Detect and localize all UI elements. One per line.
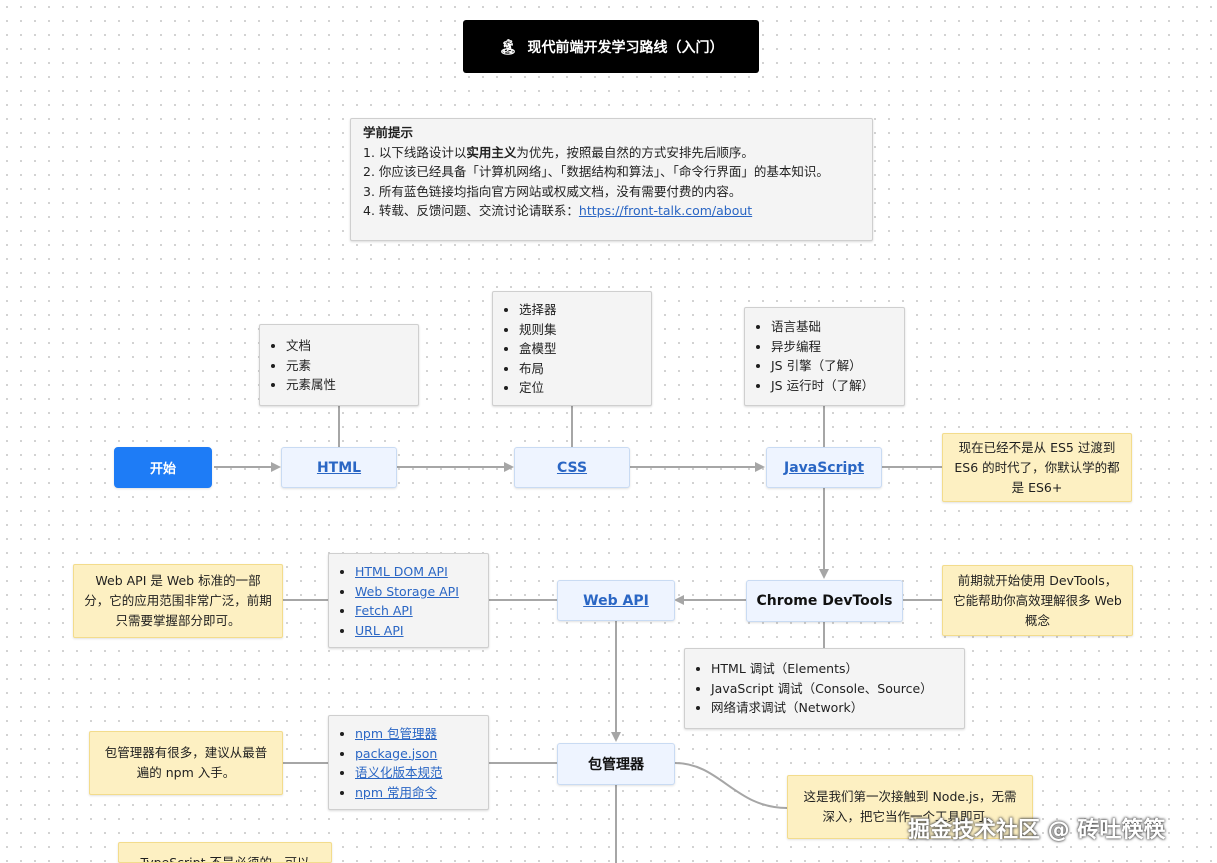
webapi-node[interactable]: Web API [557,580,675,621]
list-item: Fetch API [355,601,488,621]
list-item: 元素 [286,356,418,376]
html-topics-box: 文档 元素 元素属性 [259,324,419,406]
web-storage-api-link[interactable]: Web Storage API [355,583,459,599]
npm-link[interactable]: npm 包管理器 [355,726,438,741]
pkg-topics-box: npm 包管理器 package.json 语义化版本规范 npm 常用命令 [328,715,489,810]
tips-line-1-bold: 实用主义 [466,144,517,160]
javascript-node[interactable]: JavaScript [766,447,882,488]
list-item: URL API [355,621,488,641]
list-item: 网络请求调试（Network） [711,698,964,718]
list-item: 规则集 [519,320,651,340]
tips-line-2: 2. 你应该已经具备「计算机网络」、「数据结构和算法」、「命令行界面」的基本知识… [363,164,829,179]
line-pkg-node-note [674,762,788,809]
list-item: npm 常用命令 [355,783,488,803]
list-item: package.json [355,744,488,764]
js-topics-box: 语言基础 异步编程 JS 引擎（了解） JS 运行时（了解） [744,307,905,406]
tips-line-3: 3. 所有蓝色链接均指向官方网站或权威文档，没有需要付费的内容。 [363,183,742,199]
devtools-topics-box: HTML 调试（Elements） JavaScript 调试（Console、… [684,648,965,729]
package-manager-node[interactable]: 包管理器 [557,743,675,785]
js-topics-list: 语言基础 异步编程 JS 引擎（了解） JS 运行时（了解） [745,317,904,395]
html-node[interactable]: HTML [281,447,397,488]
npm-commands-link[interactable]: npm 常用命令 [355,784,438,800]
javascript-node-link[interactable]: JavaScript [783,459,865,476]
html-dom-api-link[interactable]: HTML DOM API [355,564,448,579]
tips-heading: 学前提示 [363,125,414,140]
tips-line-4-pre: 4. 转载、反馈问题、交流讨论请联系： [363,203,579,218]
start-node[interactable]: 开始 [114,447,212,488]
list-item: 文档 [286,336,418,356]
list-item: 异步编程 [771,337,904,357]
url-api-link[interactable]: URL API [355,622,404,638]
tips-line-1: 1. 以下线路设计以实用主义为优先，按照最自然的方式安排先后顺序。 [363,143,860,163]
package-manager-note: 包管理器有很多，建议从最普遍的 npm 入手。 [89,731,283,795]
list-item: JavaScript 调试（Console、Source） [711,679,964,699]
devtools-node[interactable]: Chrome DevTools [746,580,903,622]
list-item: 元素属性 [286,375,418,395]
semver-link[interactable]: 语义化版本规范 [355,765,443,780]
list-item: 语言基础 [771,317,904,337]
contact-link[interactable]: https://front-talk.com/about [578,203,753,218]
list-item: 定位 [519,378,651,398]
css-node[interactable]: CSS [514,447,630,488]
watermark: 掘金技术社区 @ 砖吐筷筷 [908,818,1166,843]
list-item: Web Storage API [355,582,488,602]
tips-line-1-pre: 1. 以下线路设计以 [363,144,467,160]
roadmap-title: 🏝 现代前端开发学习路线（入门） [463,20,759,73]
devtools-note: 前期就开始使用 DevTools，它能帮助你高效理解很多 Web 概念 [942,565,1133,636]
tips-line-4: 4. 转载、反馈问题、交流讨论请联系：https://front-talk.co… [363,201,860,221]
list-item: 语义化版本规范 [355,763,488,783]
list-item: 盒模型 [519,339,651,359]
list-item: 选择器 [519,300,651,320]
devtools-topics-list: HTML 调试（Elements） JavaScript 调试（Console、… [685,659,964,718]
css-topics-box: 选择器 规则集 盒模型 布局 定位 [492,291,652,406]
list-item: 布局 [519,359,651,379]
css-topics-list: 选择器 规则集 盒模型 布局 定位 [493,300,651,398]
package-json-link[interactable]: package.json [355,745,438,761]
webapi-topics-list: HTML DOM API Web Storage API Fetch API U… [329,562,488,640]
pkg-topics-list: npm 包管理器 package.json 语义化版本规范 npm 常用命令 [329,724,488,802]
webapi-node-link[interactable]: Web API [583,592,649,609]
es6-note: 现在已经不是从 ES5 过渡到 ES6 的时代了，你默认学的都是 ES6+ [942,433,1132,502]
tips-line-1-post: 为优先，按照最自然的方式安排先后顺序。 [516,144,754,160]
pre-study-tips: 学前提示 1. 以下线路设计以实用主义为优先，按照最自然的方式安排先后顺序。 2… [350,118,873,241]
webapi-topics-box: HTML DOM API Web Storage API Fetch API U… [328,553,489,648]
nodejs-note: 这是我们第一次接触到 Node.js，无需深入，把它当作一个工具即可。 [787,775,1033,839]
list-item: npm 包管理器 [355,724,488,744]
list-item: JS 运行时（了解） [771,376,904,396]
roadmap-title-text: 现代前端开发学习路线（入门） [527,39,724,56]
fetch-api-link[interactable]: Fetch API [355,603,413,618]
webapi-note: Web API 是 Web 标准的一部分，它的应用范围非常广泛，前期只需要掌握部… [73,564,283,638]
list-item: HTML DOM API [355,562,488,582]
list-item: JS 引擎（了解） [771,356,904,376]
list-item: HTML 调试（Elements） [711,659,964,679]
css-node-link[interactable]: CSS [556,459,588,476]
html-topics-list: 文档 元素 元素属性 [260,336,418,395]
html-node-link[interactable]: HTML [316,459,362,476]
typescript-note: TypeScript 不是必须的，可以 [118,842,332,863]
island-icon: 🏝 [498,37,518,56]
